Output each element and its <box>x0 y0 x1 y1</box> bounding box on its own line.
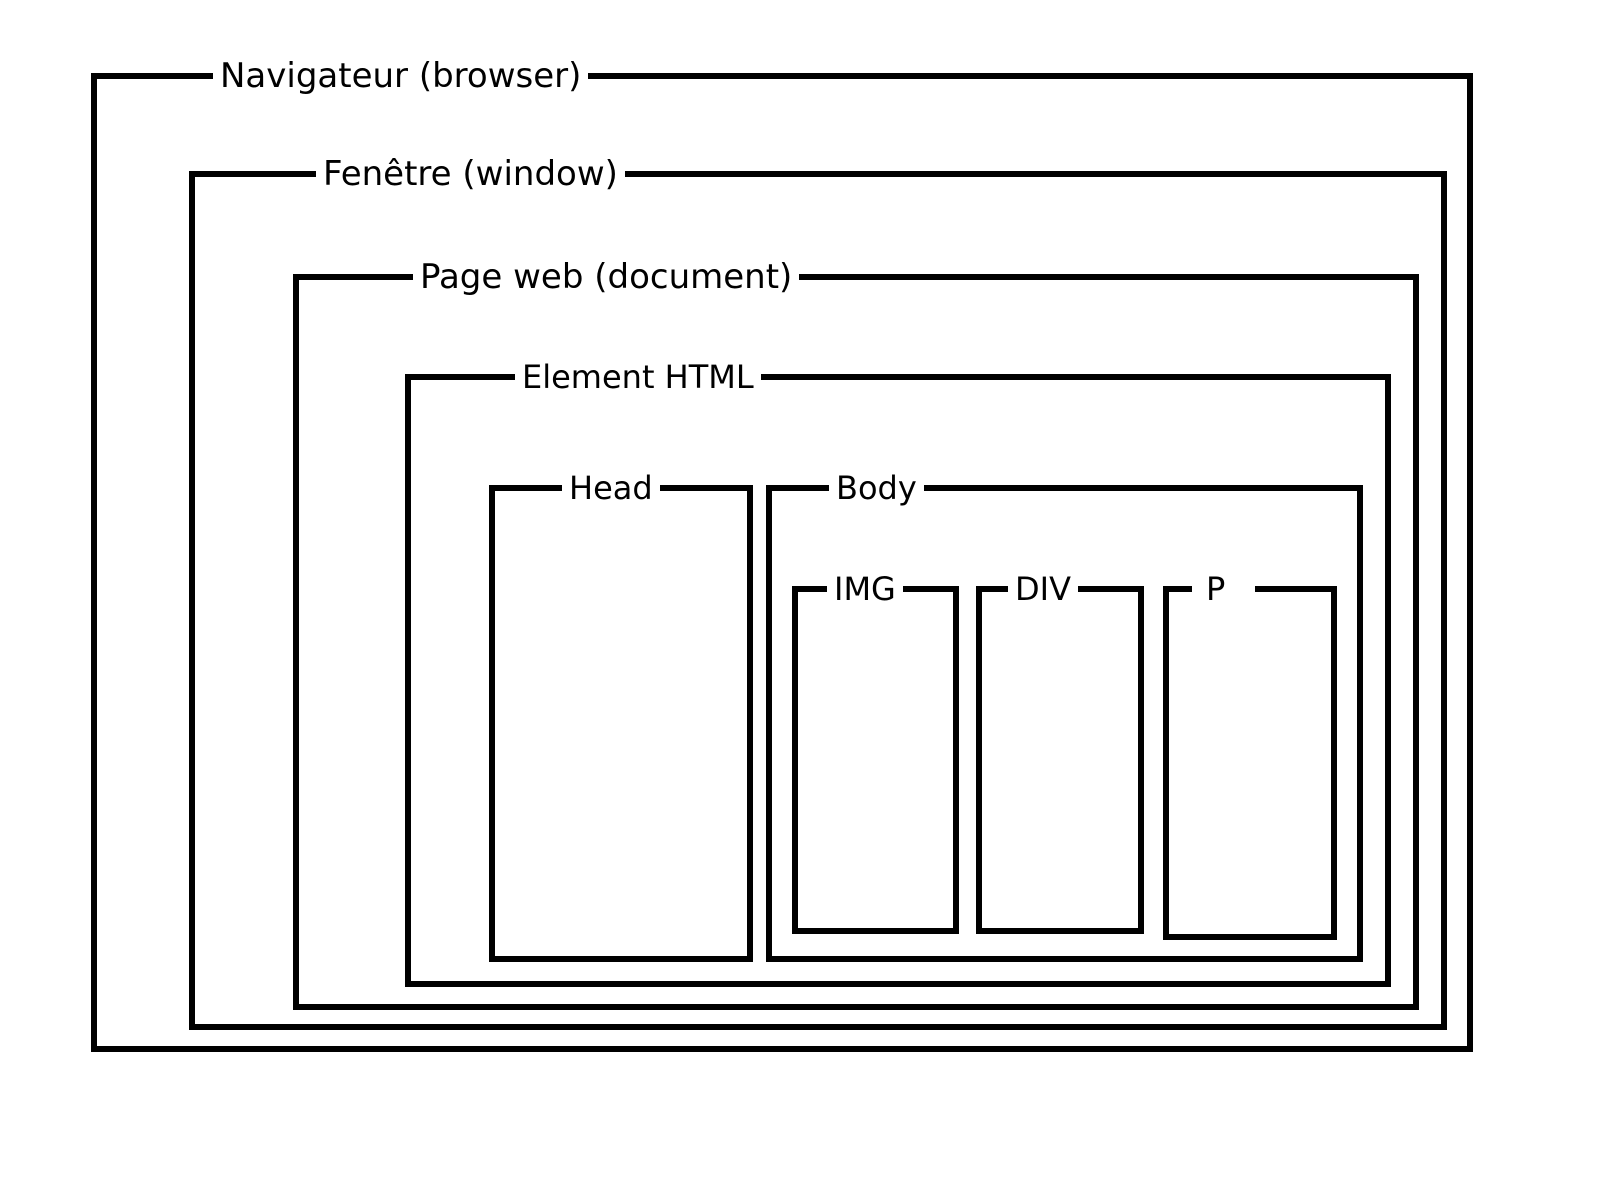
window-box: Fenêtre (window) <box>189 154 1447 1030</box>
body-label: Body <box>829 468 924 508</box>
img-box: IMG <box>792 569 959 934</box>
img-label: IMG <box>827 569 903 609</box>
div-box: DIV <box>976 569 1144 934</box>
body-box: Body <box>766 468 1363 962</box>
html-element-label: Element HTML <box>515 357 761 397</box>
document-label: Page web (document) <box>413 257 800 297</box>
p-label: P <box>1192 569 1256 609</box>
browser-box: Navigateur (browser) <box>91 56 1473 1052</box>
div-label: DIV <box>1008 569 1078 609</box>
document-box: Page web (document) <box>293 257 1419 1010</box>
window-label: Fenêtre (window) <box>316 154 625 194</box>
p-box: P <box>1163 569 1337 940</box>
head-label: Head <box>562 468 660 508</box>
browser-label: Navigateur (browser) <box>213 56 589 96</box>
head-box: Head <box>489 468 753 962</box>
html-element-box: Element HTML <box>405 357 1391 987</box>
